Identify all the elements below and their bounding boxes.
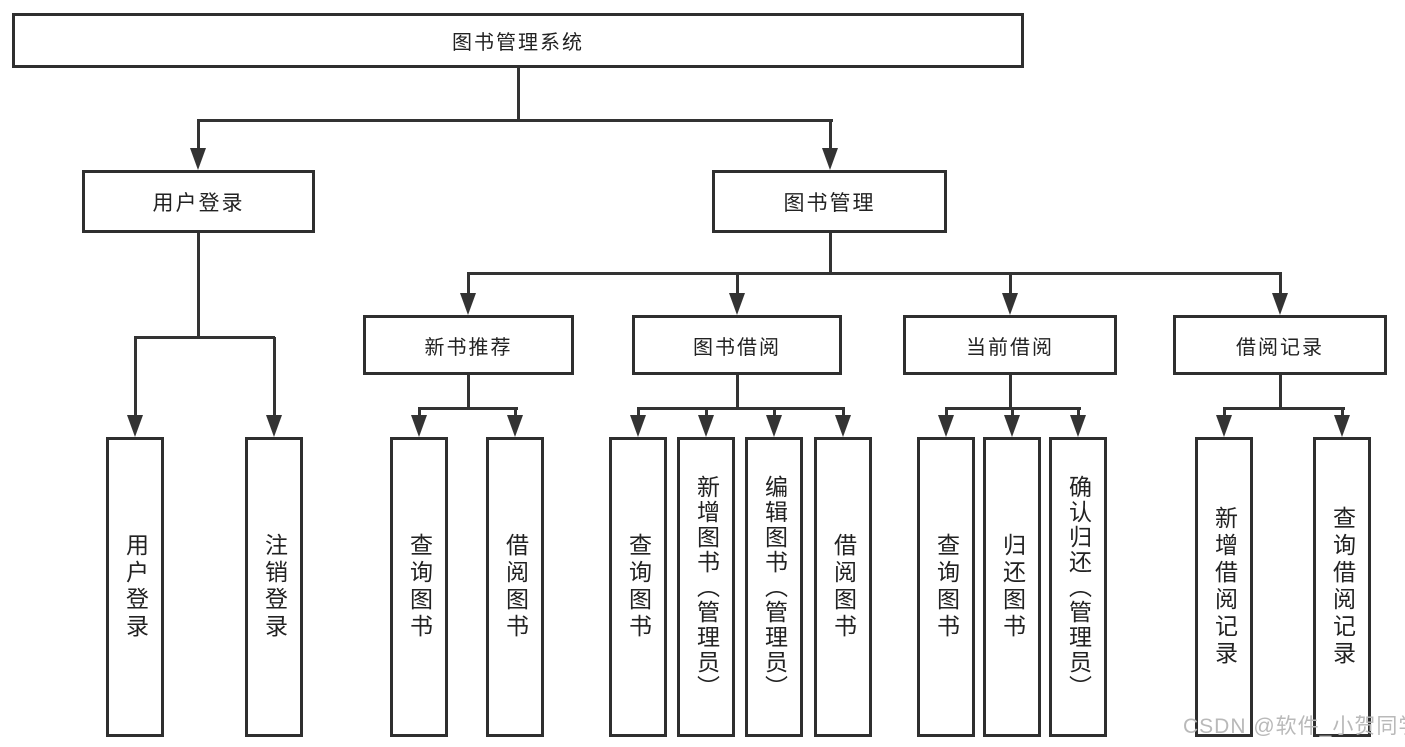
leaf-borrow-books-recommend: 借阅图书 <box>486 437 544 737</box>
connector-line <box>1077 408 1080 418</box>
arrow-down-icon <box>630 415 646 437</box>
node-book-borrowing: 图书借阅 <box>632 315 842 375</box>
arrow-down-icon <box>938 415 954 437</box>
arrow-down-icon <box>822 148 838 170</box>
node-book-management: 图书管理 <box>712 170 947 233</box>
connector-line <box>1009 375 1012 408</box>
leaf-logout: 注销登录 <box>245 437 303 737</box>
leaf-edit-books-admin: 编辑图书（管理员） <box>745 437 803 737</box>
csdn-watermark: CSDN @软件_小贺同学 <box>1183 715 1405 738</box>
connector-line <box>418 408 421 418</box>
node-borrowing-records: 借阅记录 <box>1173 315 1387 375</box>
arrow-down-icon <box>1272 293 1288 315</box>
connector-line <box>197 119 833 122</box>
connector-line <box>637 408 640 418</box>
connector-line <box>1011 408 1014 418</box>
arrow-down-icon <box>190 148 206 170</box>
connector-line <box>829 120 832 152</box>
arrow-down-icon <box>411 415 427 437</box>
connector-line <box>197 233 200 337</box>
leaf-confirm-return-admin: 确认归还（管理员） <box>1049 437 1107 737</box>
leaf-user-login: 用户登录 <box>106 437 164 737</box>
leaf-query-books-recommend: 查询图书 <box>390 437 448 737</box>
connector-line <box>467 273 470 295</box>
connector-line <box>514 408 517 418</box>
arrow-down-icon <box>835 415 851 437</box>
leaf-borrow-books-borrowing: 借阅图书 <box>814 437 872 737</box>
connector-line <box>945 408 948 418</box>
arrow-down-icon <box>460 293 476 315</box>
node-user-login: 用户登录 <box>82 170 315 233</box>
arrow-down-icon <box>127 415 143 437</box>
connector-line <box>517 68 520 120</box>
connector-line <box>842 408 845 418</box>
node-new-book-recommend: 新书推荐 <box>363 315 574 375</box>
leaf-add-books-admin: 新增图书（管理员） <box>677 437 735 737</box>
connector-line <box>1009 273 1012 295</box>
connector-line <box>1223 407 1345 410</box>
connector-line <box>1341 408 1344 418</box>
connector-line <box>134 337 137 417</box>
leaf-query-books-borrowing: 查询图书 <box>609 437 667 737</box>
leaf-add-borrow-record: 新增借阅记录 <box>1195 437 1253 737</box>
arrow-down-icon <box>266 415 282 437</box>
leaf-return-books: 归还图书 <box>983 437 1041 737</box>
node-current-borrowing: 当前借阅 <box>903 315 1117 375</box>
leaf-query-borrow-record: 查询借阅记录 <box>1313 437 1371 737</box>
arrow-down-icon <box>1004 415 1020 437</box>
arrow-down-icon <box>507 415 523 437</box>
connector-line <box>736 375 739 408</box>
arrow-down-icon <box>1002 293 1018 315</box>
arrow-down-icon <box>766 415 782 437</box>
connector-line <box>197 120 200 152</box>
connector-line <box>1279 375 1282 408</box>
connector-line <box>134 336 275 339</box>
arrow-down-icon <box>1216 415 1232 437</box>
connector-line <box>736 273 739 295</box>
arrow-down-icon <box>1070 415 1086 437</box>
connector-line <box>273 337 276 417</box>
connector-line <box>467 272 1282 275</box>
connector-line <box>418 407 518 410</box>
leaf-query-books-current: 查询图书 <box>917 437 975 737</box>
connector-line <box>705 408 708 418</box>
connector-line <box>829 233 832 273</box>
arrow-down-icon <box>1334 415 1350 437</box>
node-root: 图书管理系统 <box>12 13 1024 68</box>
connector-line <box>637 407 845 410</box>
connector-line <box>773 408 776 418</box>
arrow-down-icon <box>698 415 714 437</box>
connector-line <box>467 375 470 408</box>
connector-line <box>1279 273 1282 295</box>
arrow-down-icon <box>729 293 745 315</box>
connector-line <box>1223 408 1226 418</box>
